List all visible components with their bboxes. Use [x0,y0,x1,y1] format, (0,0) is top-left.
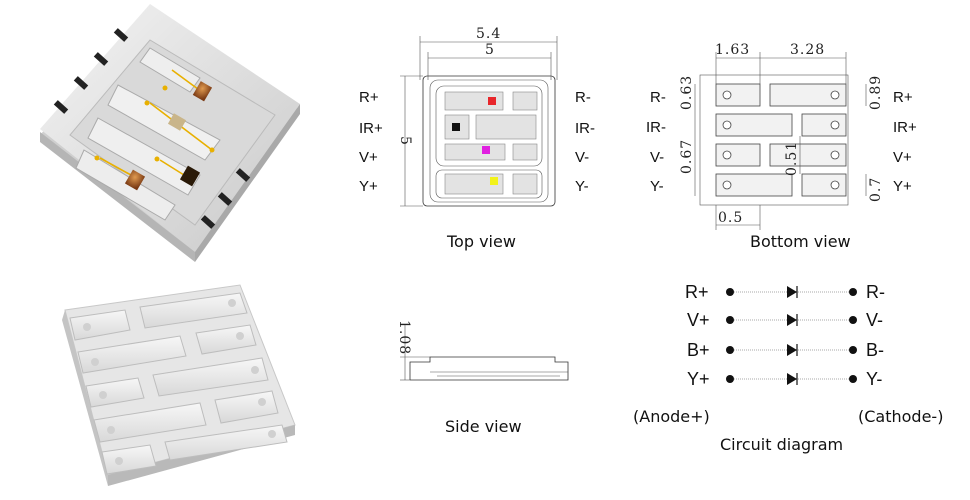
side-view-drawing: 1.08 Side view [396,320,569,436]
top-left-pin-4: Y+ [359,178,378,195]
bottom-right-pin-1: R+ [893,89,913,106]
top-left-pin-2: IR+ [359,120,383,137]
led-photo-bottom [62,284,296,486]
top-right-pin-1: R- [575,89,591,106]
bottom-left-pin-2: IR- [646,119,666,136]
dim-bottom-g: 0.7 [868,177,884,202]
chip-red [488,97,496,105]
chip-ir [452,123,460,131]
circuit-right-pin-1: R- [866,282,885,302]
bottom-left-pin-3: V- [650,149,664,166]
side-view-caption: Side view [445,417,522,436]
bottom-right-pin-4: Y+ [893,178,912,195]
chip-yellow [490,177,498,185]
top-right-pin-4: Y- [575,178,589,195]
dim-side: 5 [397,136,413,146]
bottom-right-pin-2: IR+ [893,119,917,136]
top-right-pin-3: V- [575,149,589,166]
circuit-left-pin-4: Y+ [687,369,710,389]
bottom-right-pin-3: V+ [893,149,912,166]
chip-violet [482,146,490,154]
bottom-view-drawing: 1.63 3.28 0.63 0.89 0.67 0.51 0.7 0.5 R-… [646,42,917,251]
bottom-left-pin-1: R- [650,89,666,106]
dim-bottom-h: 0.5 [718,210,743,226]
dim-bottom-e: 0.67 [679,139,695,174]
circuit-left-pin-1: R+ [685,282,709,302]
anode-label: (Anode+) [633,407,710,426]
circuit-right-pin-2: V- [866,310,883,330]
dim-outer: 5.4 [476,26,501,42]
top-right-pin-2: IR- [575,120,595,137]
circuit-caption: Circuit diagram [720,435,843,454]
circuit-diagram: R+ V+ B+ Y+ R- V- B- Y- (Anode+) (Cathod… [633,282,943,454]
top-view-caption: Top view [446,232,516,251]
circuit-left-pin-3: B+ [687,340,710,360]
bottom-left-pin-4: Y- [650,178,664,195]
dim-height: 1.08 [396,320,412,355]
top-left-pin-1: R+ [359,89,379,106]
top-view-drawing: 5.4 5 5 R+ IR+ V+ Y+ R- IR- V- Y- Top vi… [359,26,595,251]
dim-bottom-f: 0.51 [784,141,800,176]
led-photo-top [40,4,300,262]
circuit-left-pin-2: V+ [687,310,710,330]
circuit-right-pin-3: B- [866,340,884,360]
cathode-label: (Cathode-) [858,407,943,426]
top-left-pin-3: V+ [359,149,378,166]
circuit-right-pin-4: Y- [866,369,882,389]
dim-bottom-d: 0.89 [868,75,884,110]
bottom-view-caption: Bottom view [750,232,851,251]
dim-bottom-a: 1.63 [715,42,750,58]
dim-bottom-b: 3.28 [790,42,825,58]
dim-inner: 5 [485,42,495,58]
dim-bottom-c: 0.63 [679,75,695,110]
